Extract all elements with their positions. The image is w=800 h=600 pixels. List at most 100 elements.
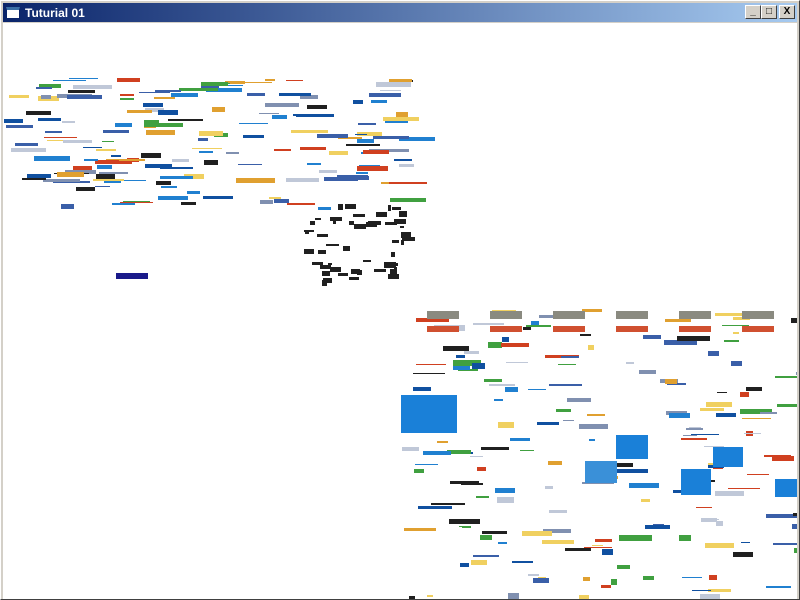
render-fragment: [258, 112, 280, 115]
render-fragment: [508, 593, 519, 599]
render-fragment: [68, 78, 98, 80]
render-fragment: [143, 123, 184, 128]
render-fragment: [771, 456, 794, 462]
render-fragment: [549, 383, 582, 386]
render-fragment: [473, 323, 505, 325]
render-fragment: [553, 326, 585, 332]
render-fragment: [431, 502, 465, 506]
title-bar[interactable]: Tuturial 01 _ □ X: [3, 3, 797, 22]
close-button[interactable]: X: [779, 5, 795, 19]
render-fragment: [763, 454, 792, 458]
render-fragment: [713, 447, 743, 467]
render-fragment: [367, 220, 381, 225]
render-fragment: [561, 356, 580, 359]
render-fragment: [326, 243, 339, 246]
render-fragment: [394, 158, 412, 161]
render-fragment: [739, 408, 773, 415]
render-fragment: [765, 586, 792, 588]
render-fragment: [388, 274, 400, 280]
render-fragment: [52, 79, 87, 82]
render-fragment: [705, 401, 732, 407]
render-fragment: [616, 326, 648, 332]
render-fragment: [722, 324, 749, 327]
render-fragment: [354, 224, 367, 229]
render-fragment: [691, 433, 720, 436]
render-fragment: [553, 311, 585, 319]
render-fragment: [645, 524, 670, 529]
maximize-button[interactable]: □: [761, 5, 777, 19]
render-fragment: [775, 375, 797, 378]
render-fragment: [477, 467, 486, 472]
render-fragment: [332, 219, 336, 225]
render-fragment: [496, 496, 514, 503]
render-fragment: [732, 331, 739, 335]
render-canvas[interactable]: [3, 23, 797, 599]
render-fragment: [542, 539, 574, 545]
render-fragment: [512, 560, 534, 563]
render-fragment: [591, 544, 604, 547]
render-fragment: [363, 150, 389, 155]
render-fragment: [703, 445, 725, 448]
render-fragment: [355, 171, 368, 175]
render-fragment: [583, 546, 612, 549]
render-fragment: [44, 136, 77, 139]
render-fragment: [356, 270, 363, 275]
render-fragment: [356, 139, 374, 143]
render-fragment: [461, 526, 472, 529]
render-fragment: [532, 577, 550, 584]
render-fragment: [483, 379, 502, 382]
window-icon[interactable]: [6, 6, 20, 19]
render-fragment: [171, 158, 190, 162]
render-fragment: [699, 593, 720, 599]
render-fragment: [792, 524, 797, 529]
render-fragment: [668, 412, 691, 418]
render-fragment: [247, 93, 265, 97]
render-fragment: [790, 318, 797, 324]
render-fragment: [776, 403, 797, 408]
minimize-button[interactable]: _: [745, 5, 761, 19]
render-fragment: [271, 114, 287, 120]
render-fragment: [356, 166, 389, 172]
render-fragment: [501, 336, 510, 342]
render-fragment: [664, 379, 677, 385]
render-fragment: [716, 521, 724, 526]
render-fragment: [488, 342, 502, 349]
render-fragment: [317, 206, 332, 210]
render-fragment: [450, 481, 480, 485]
render-fragment: [579, 595, 590, 599]
render-fragment: [67, 95, 102, 100]
render-fragment: [116, 273, 148, 279]
render-fragment: [715, 413, 736, 418]
render-fragment: [792, 513, 797, 516]
render-fragment: [145, 107, 165, 113]
render-fragment: [83, 146, 103, 148]
render-fragment: [319, 170, 338, 174]
render-fragment: [419, 528, 434, 530]
render-fragment: [528, 388, 547, 390]
render-fragment: [453, 366, 471, 371]
render-fragment: [225, 151, 240, 155]
render-fragment: [348, 221, 355, 226]
render-fragment: [92, 179, 124, 182]
render-fragment: [464, 351, 480, 354]
render-fragment: [14, 142, 38, 146]
render-fragment: [67, 90, 96, 93]
render-fragment: [390, 198, 427, 203]
render-fragment: [391, 240, 399, 243]
render-fragment: [747, 473, 770, 476]
render-fragment: [239, 122, 269, 125]
render-fragment: [97, 165, 112, 169]
render-fragment: [116, 179, 147, 181]
render-fragment: [766, 514, 797, 518]
render-fragment: [200, 84, 219, 88]
render-fragment: [197, 137, 208, 142]
render-fragment: [643, 335, 662, 339]
render-fragment: [542, 529, 571, 533]
render-fragment: [742, 311, 774, 319]
render-fragment: [793, 548, 797, 553]
render-fragment: [111, 154, 122, 157]
render-fragment: [211, 107, 225, 112]
render-fragment: [417, 506, 452, 509]
render-fragment: [158, 110, 178, 116]
render-fragment: [307, 105, 328, 109]
